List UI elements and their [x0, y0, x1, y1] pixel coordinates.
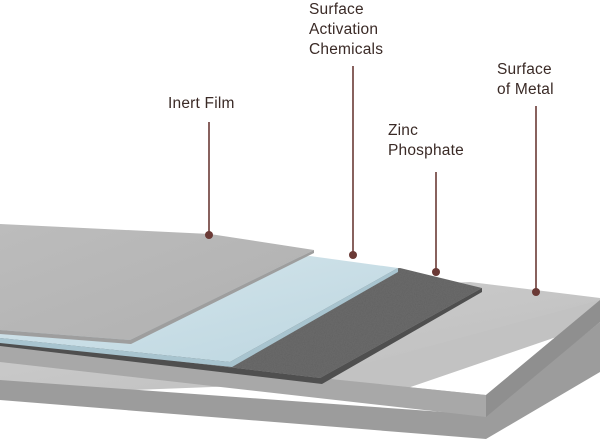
zinc-phosphate-edge: [0, 288, 482, 384]
label-zinc-phosphate: Zinc Phosphate: [388, 121, 464, 161]
label-surface-activation: Surface Activation Chemicals: [309, 0, 383, 60]
leader-lines: [205, 66, 540, 296]
label-zinc-phosphate-line-2: Phosphate: [388, 142, 464, 159]
activation-edge: [0, 268, 398, 367]
metal-top-surface: [0, 300, 600, 392]
label-zinc-phosphate-line-1: Zinc: [388, 122, 419, 139]
inert-film-top: [0, 224, 314, 340]
label-surface-of-metal: Surface of Metal: [497, 60, 554, 100]
label-surface-activation-line-3: Chemicals: [309, 41, 384, 58]
leader-dot-surface-of-metal: [532, 288, 540, 296]
label-surface-activation-line-1: Surface: [309, 1, 364, 18]
metal-front-face: [0, 322, 600, 439]
label-surface-activation-line-2: Activation: [309, 21, 379, 38]
inert-film-edge: [0, 250, 314, 344]
label-inert-film-line-1: Inert Film: [168, 95, 235, 112]
inert-film-layer: [0, 224, 314, 344]
metal-front-side: [0, 345, 486, 417]
label-inert-film: Inert Film: [168, 94, 235, 114]
label-surface-of-metal-line-1: Surface: [497, 61, 552, 78]
metal-right-side: [486, 300, 600, 417]
leader-dot-zinc-phosphate: [432, 268, 440, 276]
leader-dot-surface-activation: [349, 251, 357, 259]
label-surface-of-metal-line-2: of Metal: [497, 81, 554, 98]
leader-dot-inert-film: [205, 231, 213, 239]
